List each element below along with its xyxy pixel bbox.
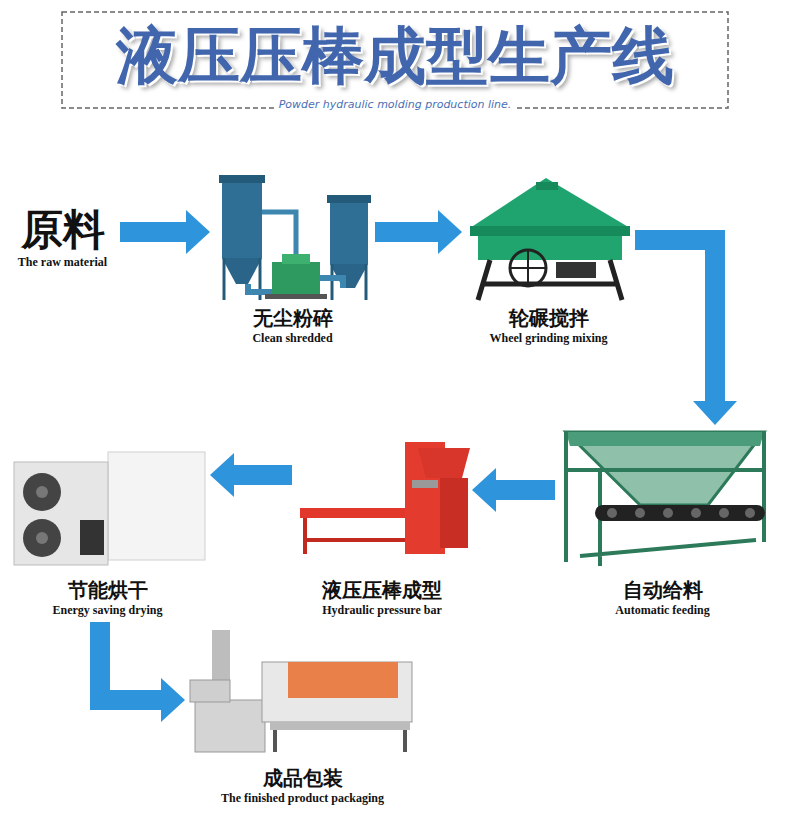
step-name: 自动给料 <box>623 578 703 602</box>
title-frame <box>62 12 728 108</box>
dust-collector <box>248 284 274 292</box>
flow-arrow <box>496 480 555 500</box>
dryer-room <box>14 452 205 565</box>
dust-collector <box>222 180 262 258</box>
process-step: 液压压棒成型Hydraulic pressure bar <box>292 435 472 622</box>
packaging-machine <box>195 700 265 752</box>
feeder-hopper <box>745 508 755 518</box>
process-step: 节能烘干Energy saving drying <box>5 440 210 622</box>
flow-arrow <box>234 465 292 485</box>
dryer-room <box>23 473 61 511</box>
subtitle-label: Powder hydraulic molding production line… <box>276 98 515 111</box>
process-step: 无尘粉碎Clean shredded <box>210 165 375 350</box>
pan-mixer <box>510 250 546 286</box>
flow-arrow <box>375 222 438 242</box>
dryer-room <box>108 452 205 560</box>
step-name: 节能烘干 <box>68 578 148 602</box>
pan-mixer <box>470 226 630 236</box>
dryer-room <box>14 462 108 565</box>
step-name: 成品包装 <box>263 766 343 790</box>
dust-collector <box>265 294 327 299</box>
feeder-hopper <box>691 508 701 518</box>
packaging-machine <box>190 680 230 702</box>
step-caption: Clean shredded <box>252 330 332 346</box>
feeder-hopper <box>566 432 765 566</box>
dryer-room <box>80 520 104 555</box>
pan-mixer <box>470 178 630 228</box>
dust-collector <box>272 262 320 294</box>
dryer-room <box>36 486 48 498</box>
step-caption: The raw material <box>18 254 107 270</box>
pan-mixer <box>478 236 622 260</box>
page-title: 液压压棒成型生产线 <box>64 20 726 92</box>
hydraulic-press <box>300 442 470 554</box>
step-name: 液压压棒成型 <box>322 578 442 602</box>
feeder-hopper <box>663 508 673 518</box>
pan-mixer <box>536 182 558 190</box>
dust-collector <box>318 278 343 288</box>
dust-collector <box>365 264 368 300</box>
dust-collector <box>222 258 262 284</box>
feeder-hopper <box>719 508 729 518</box>
packaging-machine <box>190 630 412 752</box>
pan-mixer <box>556 262 596 278</box>
flow-arrow <box>635 240 715 401</box>
step-caption: Wheel grinding mixing <box>489 330 607 346</box>
feeder-hopper <box>566 432 764 446</box>
dryer-room <box>36 532 48 544</box>
step-name: 无尘粉碎 <box>253 306 333 330</box>
dust-collector <box>262 212 296 256</box>
step-caption: Automatic feeding <box>615 602 709 618</box>
flow-arrow <box>100 622 161 700</box>
feeder-hopper <box>566 432 764 566</box>
dust-collector <box>327 195 371 203</box>
pan-mixer <box>470 178 630 300</box>
hydraulic-press <box>440 478 468 548</box>
process-step: 自动给料Automatic feeding <box>555 425 770 622</box>
pan-mixer <box>478 260 622 300</box>
step-caption: The finished product packaging <box>221 790 384 806</box>
feeder-hopper <box>595 505 765 521</box>
process-step: 轮碾搅拌Wheel grinding mixing <box>462 170 635 350</box>
dryer-room <box>23 519 61 557</box>
step-name: 轮碾搅拌 <box>509 306 589 330</box>
hydraulic-press <box>418 448 470 478</box>
subtitle-row: Powder hydraulic molding production line… <box>0 93 790 112</box>
dust-collector <box>223 258 226 300</box>
dust-collector <box>219 175 265 183</box>
dust-collector <box>282 254 310 264</box>
flow-arrow <box>120 222 186 242</box>
step-caption: Hydraulic pressure bar <box>322 602 442 618</box>
pan-mixer <box>510 250 546 286</box>
process-step: 成品包装The finished product packaging <box>185 625 420 810</box>
dust-collector <box>330 200 368 264</box>
step-caption: Energy saving drying <box>52 602 162 618</box>
packaging-machine <box>288 662 398 698</box>
packaging-machine <box>275 730 405 752</box>
feeder-hopper <box>607 508 617 518</box>
dust-collector <box>331 264 334 300</box>
feeder-hopper <box>635 508 645 518</box>
process-step: 原料The raw material <box>5 200 120 275</box>
packaging-machine <box>270 722 410 730</box>
hydraulic-press <box>412 480 438 488</box>
step-name: 原料 <box>21 206 105 254</box>
dust-collector <box>219 175 371 300</box>
packaging-machine <box>262 662 412 722</box>
title-frame <box>62 12 728 108</box>
